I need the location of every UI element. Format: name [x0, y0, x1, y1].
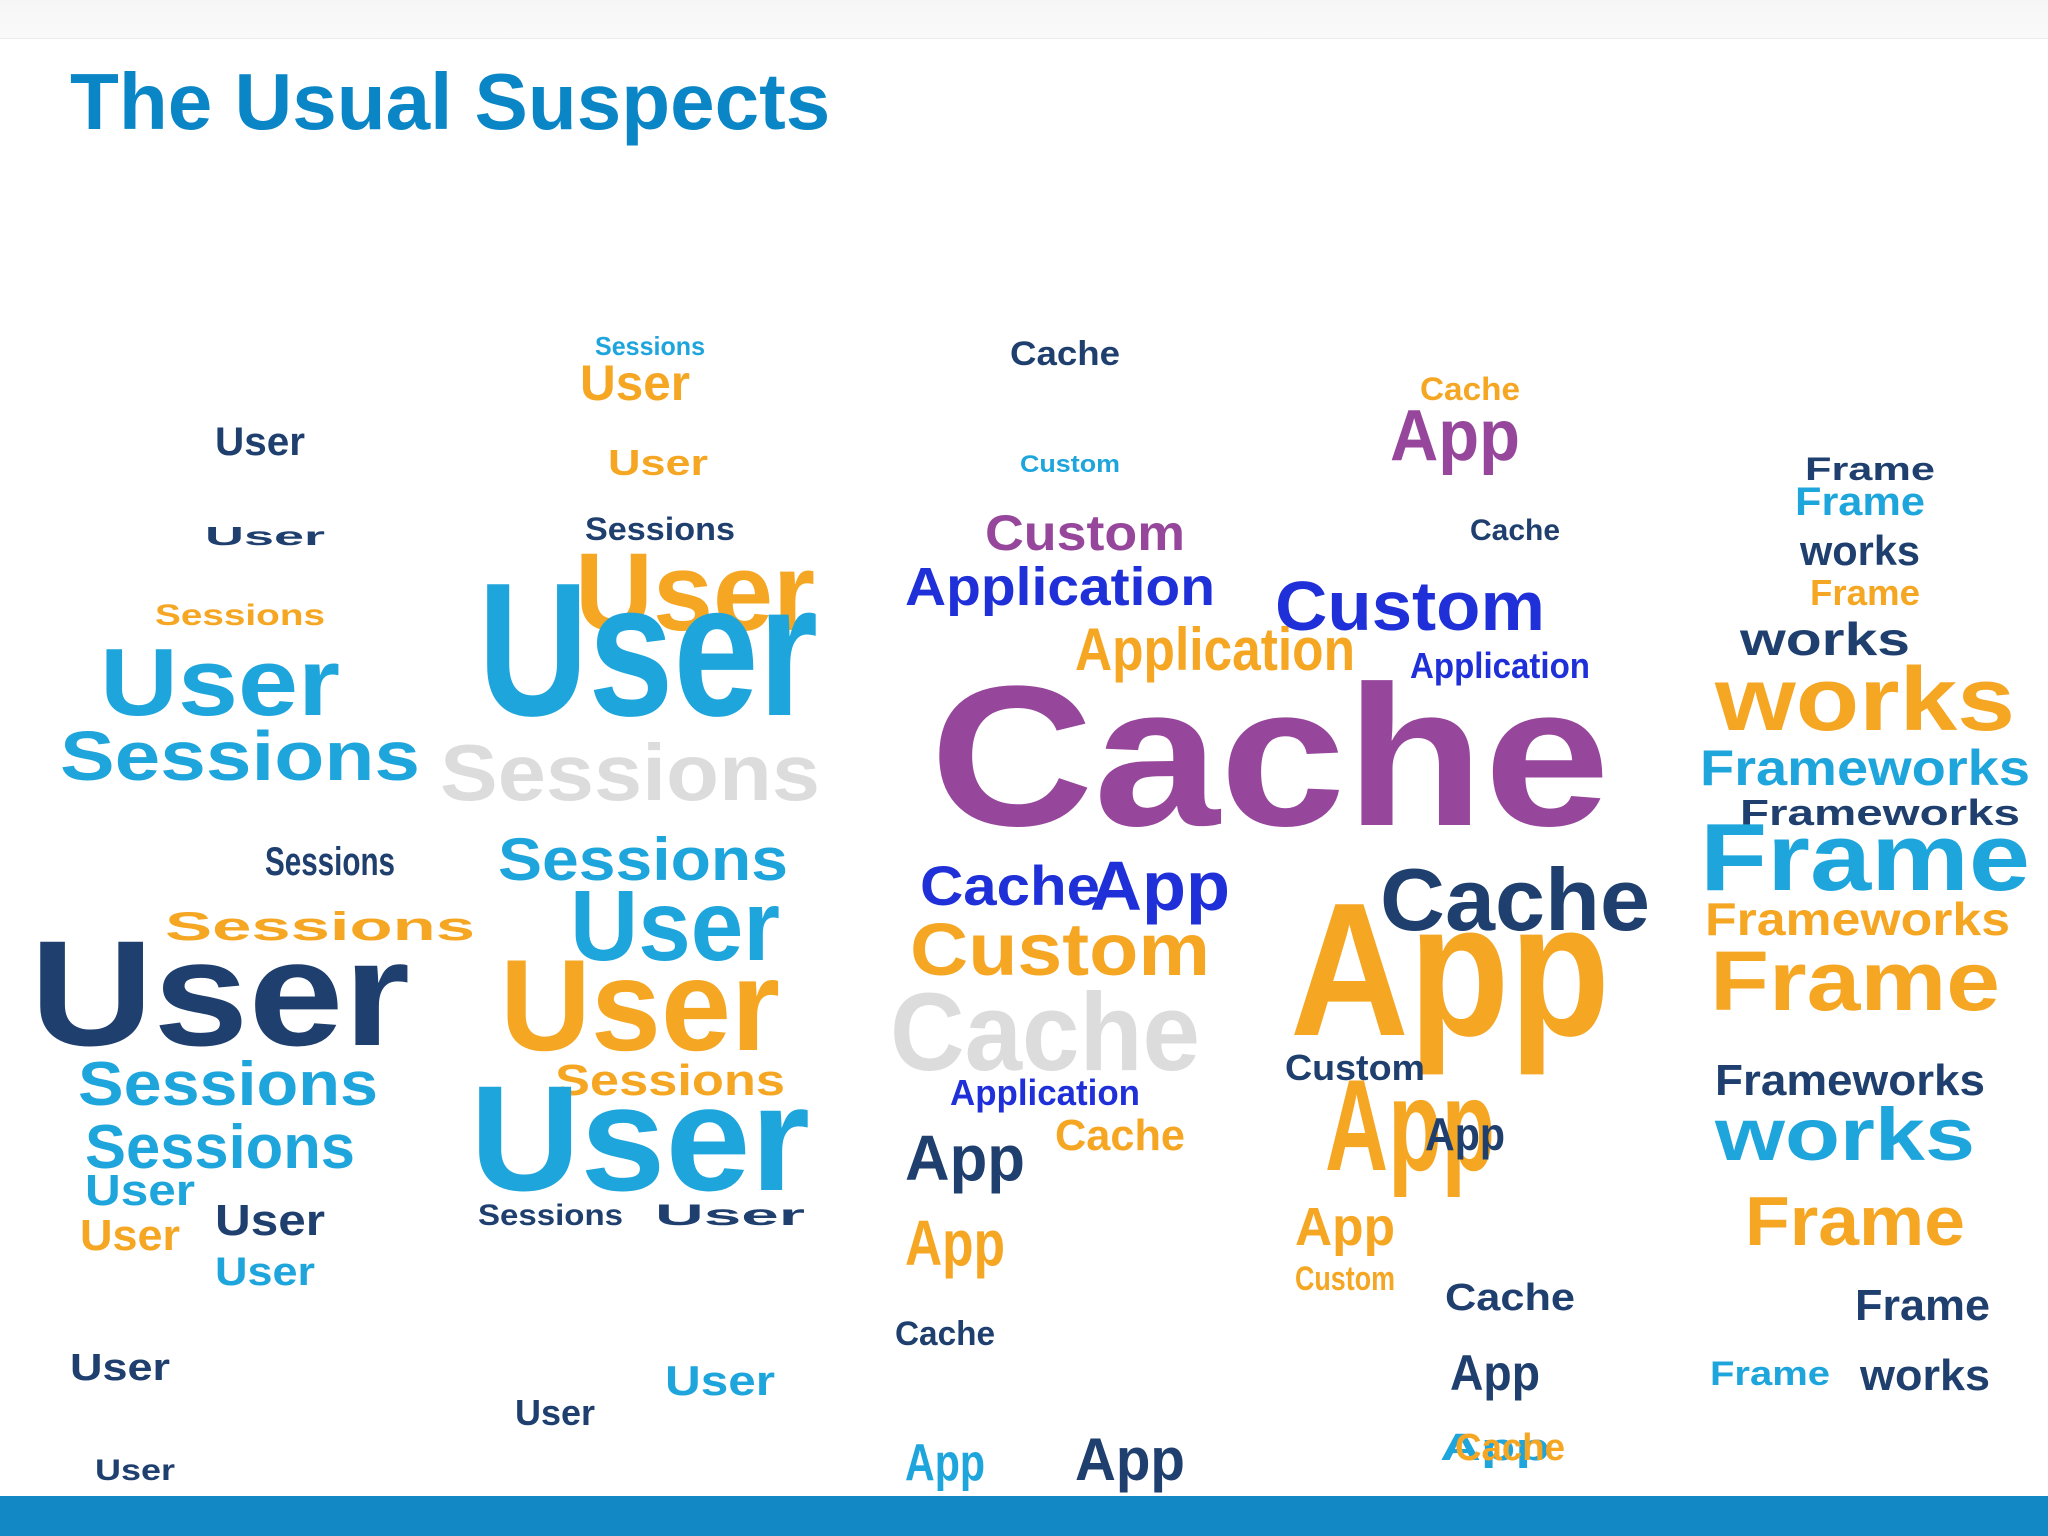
cloud-word: works	[1714, 650, 2015, 750]
cloud-word: Frame	[1810, 572, 1920, 613]
cloud-word: Cache	[1055, 1111, 1185, 1160]
cloud-word: Sessions	[155, 599, 325, 632]
cloud-word: App	[1295, 1197, 1395, 1257]
cloud-word: Cache	[1010, 335, 1120, 373]
slide-top-strip	[0, 0, 2048, 39]
cloud-word: Application	[905, 557, 1215, 617]
cloud-word: User	[515, 1392, 595, 1433]
cloud-word: App	[1450, 1345, 1540, 1401]
cloud-word: Sessions	[165, 905, 475, 949]
cloud-word: Sessions	[585, 511, 735, 547]
cloud-word: Sessions	[265, 840, 395, 884]
cloud-word: App	[1290, 864, 1610, 1076]
cloud-word: Sessions	[440, 728, 820, 817]
cloud-word: Application	[1075, 616, 1355, 683]
cloud-word: User	[30, 909, 410, 1077]
cloud-word: Frame	[1700, 804, 2030, 911]
figure-user-sessions-2: SessionsUserUserSessionsUserUserSessions…	[440, 331, 820, 1433]
cloud-word: Sessions	[498, 826, 788, 893]
cloud-word: Frameworks	[1705, 893, 2010, 945]
cloud-word: Frame	[1710, 1355, 1830, 1393]
cloud-word: Frameworks	[1740, 792, 2020, 833]
cloud-word: App	[1075, 1426, 1185, 1493]
figure-frameworks: FrameFrameworksFrameworksworksFrameworks…	[1700, 451, 2030, 1400]
cloud-word: Custom	[1295, 1260, 1395, 1298]
cloud-word: User	[205, 521, 325, 551]
cloud-word: Custom	[1285, 1047, 1425, 1088]
cloud-word: App	[1325, 1052, 1495, 1198]
cloud-word: User	[95, 1454, 175, 1487]
cloud-word: Frameworks	[1715, 1056, 1985, 1105]
figure-user-sessions-1: UserUserSessionsSessionsUserSessionsSess…	[30, 420, 475, 1487]
cloud-word: User	[665, 1357, 775, 1404]
cloud-word: Frameworks	[1700, 740, 2030, 796]
cloud-word: Cache	[1445, 1277, 1575, 1319]
cloud-word: User	[70, 1347, 170, 1389]
cloud-word: User	[575, 531, 815, 654]
cloud-word: App	[1390, 396, 1520, 476]
cloud-word: App	[1440, 1427, 1550, 1469]
slide-bottom-bar	[0, 1496, 2048, 1536]
cloud-word: Custom	[1020, 451, 1120, 478]
slide-title: The Usual Suspects	[70, 57, 831, 146]
cloud-word: User	[478, 544, 818, 756]
cloud-word: User	[215, 1250, 315, 1294]
cloud-word: Application	[1410, 645, 1590, 686]
cloud-word: User	[100, 629, 340, 736]
cloud-word: User	[500, 932, 780, 1078]
cloud-word: Cache	[930, 645, 1610, 868]
cloud-word: User	[580, 355, 690, 411]
cloud-word: App	[1090, 847, 1230, 925]
cloud-word: works	[1859, 1351, 1990, 1400]
cloud-word: Frame	[1795, 480, 1925, 524]
cloud-word: User	[655, 1199, 806, 1232]
cloud-word: Sessions	[478, 1199, 623, 1232]
cloud-word: App	[1425, 1108, 1505, 1160]
cloud-word: Cache	[1380, 850, 1650, 949]
cloud-word: Sessions	[595, 331, 705, 361]
cloud-word: Frame	[1805, 451, 1935, 487]
cloud-word: User	[470, 1054, 810, 1222]
cloud-word: User	[80, 1211, 180, 1260]
cloud-word: App	[905, 1434, 985, 1492]
cloud-word: Frame	[1745, 1182, 1965, 1260]
cloud-word: User	[85, 1166, 195, 1215]
cloud-word: User	[215, 1196, 325, 1245]
cloud-word: Application	[950, 1072, 1140, 1113]
cloud-word: Cache	[1455, 1427, 1565, 1469]
cloud-word: User	[215, 420, 305, 464]
cloud-word: Sessions	[60, 717, 420, 795]
cloud-word: Cache	[1420, 371, 1520, 407]
cloud-word: Sessions	[78, 1050, 378, 1119]
cloud-word: Cache	[895, 1315, 995, 1353]
cloud-word: works	[1714, 1093, 1975, 1176]
cloud-word: Cache	[1470, 514, 1560, 547]
cloud-word: Custom	[910, 908, 1210, 991]
cloud-word: App	[905, 1122, 1025, 1194]
cloud-word: works	[1739, 613, 1910, 665]
cloud-word: Cache	[890, 971, 1200, 1094]
cloud-word: works	[1799, 527, 1920, 574]
cloud-word: Custom	[985, 505, 1185, 561]
cloud-word: Sessions	[85, 1113, 355, 1182]
cloud-word: Custom	[1275, 567, 1545, 645]
cloud-word: Sessions	[555, 1056, 785, 1105]
cloud-word: Frame	[1855, 1281, 1990, 1330]
cloud-word: App	[905, 1207, 1005, 1279]
cloud-word: Cache	[920, 854, 1100, 917]
figure-app-custom-cache: CacheAppCacheCustomApplicationCacheAppCu…	[1275, 371, 1650, 1469]
cloud-word: Frame	[1710, 934, 2000, 1028]
figure-cache-custom-app: CacheCustomCustomApplicationApplicationC…	[890, 335, 1610, 1493]
cloud-word: User	[570, 870, 780, 982]
cloud-word: User	[608, 442, 708, 483]
